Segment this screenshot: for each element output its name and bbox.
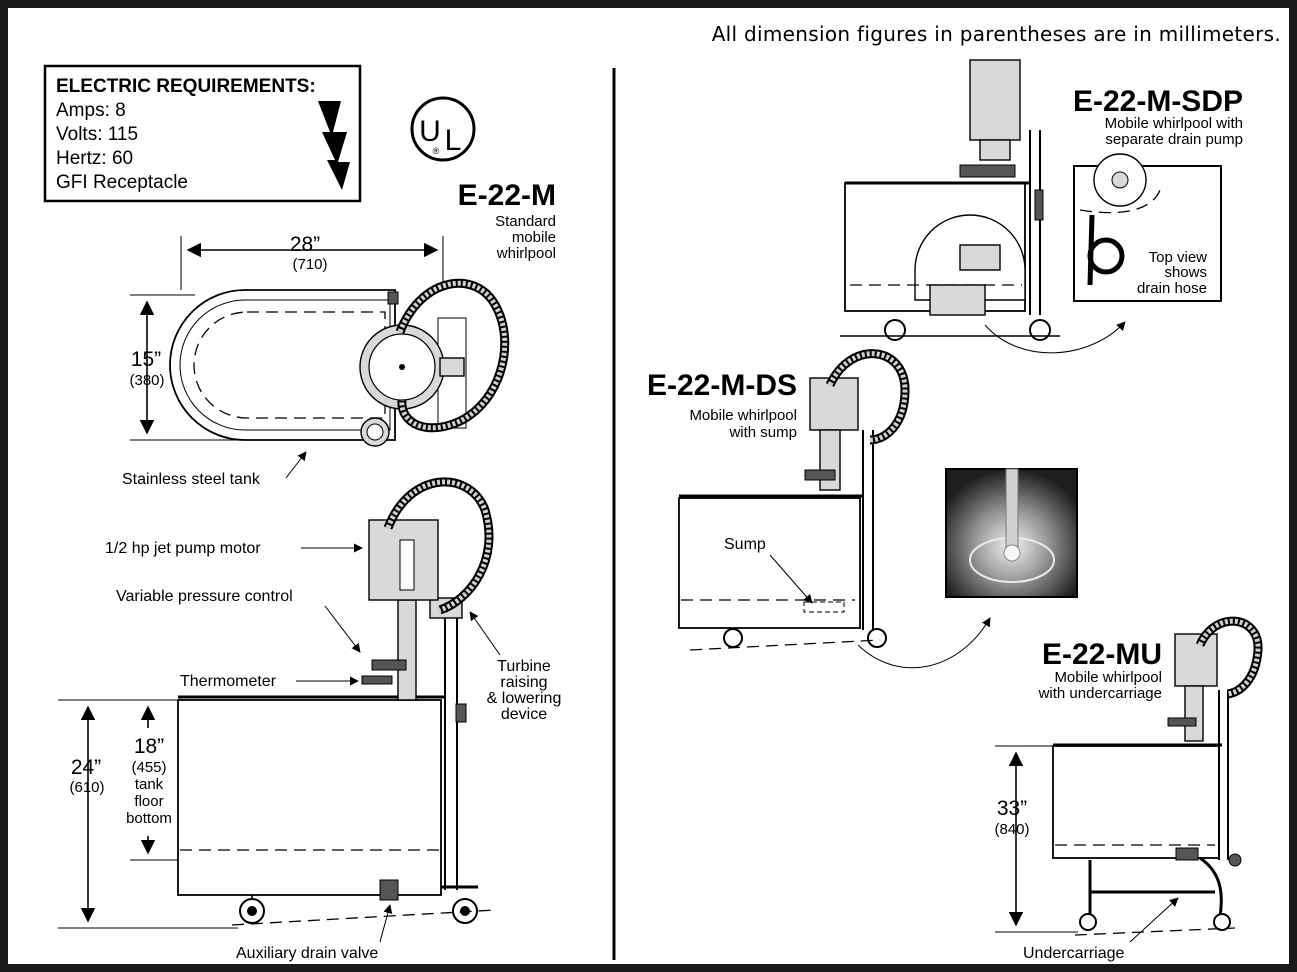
electric-volts: Volts: 115 <box>56 124 138 145</box>
e22m-width-inches: 28” <box>290 233 320 256</box>
model-e22msdp-title: E-22-M-SDP <box>1073 85 1243 118</box>
label-turbine-line2: raising <box>500 674 547 691</box>
model-e22m-title: E-22-M <box>458 179 556 212</box>
e22m-floor-tank: tank <box>135 776 164 793</box>
ul-letter-u: U <box>419 115 441 148</box>
e22m-floor-floor: floor <box>134 793 163 810</box>
label-turbine-line3: & lowering <box>487 690 562 707</box>
label-sump: Sump <box>724 536 766 553</box>
model-e22mu-title: E-22-MU <box>1042 638 1162 671</box>
electric-requirements-box: ELECTRIC REQUIREMENTS: Amps: 8 Volts: 11… <box>43 64 362 203</box>
e22m-floor-bottom: bottom <box>126 810 172 827</box>
e22mu-unit: E-22-MU Mobile whirlpool with undercarri… <box>994 616 1263 962</box>
ul-letter-l: L <box>445 124 462 157</box>
electric-title: ELECTRIC REQUIREMENTS: <box>56 76 316 97</box>
e22msdp-unit: E-22-M-SDP Mobile whirlpool with separat… <box>840 59 1243 354</box>
e22mds-subtitle-line2: with sump <box>728 424 797 441</box>
e22m-side-view: 1/2 hp jet pump motor Variable pressure … <box>58 477 562 962</box>
label-variable-pressure: Variable pressure control <box>116 588 293 605</box>
e22mds-subtitle-line1: Mobile whirlpool <box>689 407 797 424</box>
e22m-height-inches: 24” <box>71 756 101 779</box>
dimension-note: All dimension figures in parentheses are… <box>712 22 1281 46</box>
inset-line2: shows <box>1164 264 1207 281</box>
e22m-subtitle-line1: Standard <box>495 213 556 230</box>
electric-amps: Amps: 8 <box>56 100 126 121</box>
electric-hertz: Hertz: 60 <box>56 148 133 169</box>
e22mu-height-inches: 33” <box>997 797 1027 820</box>
label-jet-pump-motor: 1/2 hp jet pump motor <box>105 540 261 557</box>
e22m-floor-mm: (455) <box>131 759 166 776</box>
e22m-width-mm: (710) <box>292 256 327 273</box>
label-turbine-line1: Turbine <box>497 658 551 675</box>
label-turbine-line4: device <box>501 706 547 723</box>
lightning-bolt-icon <box>318 101 350 190</box>
e22m-depth-inches: 15” <box>131 348 161 371</box>
label-thermometer: Thermometer <box>180 673 277 690</box>
e22m-subtitle-line3: whirlpool <box>496 245 556 262</box>
e22m-top-view: 28” (710) 15” (380) Stainless steel tank <box>122 233 510 488</box>
e22m-depth-mm: (380) <box>129 372 164 389</box>
electric-receptacle: GFI Receptacle <box>56 172 188 193</box>
e22mu-height-mm: (840) <box>994 821 1029 838</box>
e22mu-subtitle-line2: with undercarriage <box>1038 685 1162 702</box>
model-e22mds-title: E-22-M-DS <box>647 369 797 402</box>
ul-registered: ® <box>433 146 440 156</box>
e22msdp-subtitle-line2: separate drain pump <box>1105 131 1243 148</box>
e22msdp-subtitle-line1: Mobile whirlpool with <box>1105 115 1243 132</box>
e22m-floor-inches: 18” <box>134 735 164 758</box>
label-stainless-steel-tank: Stainless steel tank <box>122 471 261 488</box>
e22m-height-mm: (610) <box>69 779 104 796</box>
e22mu-subtitle-line1: Mobile whirlpool <box>1054 669 1162 686</box>
label-undercarriage: Undercarriage <box>1023 945 1124 962</box>
e22mds-unit: E-22-M-DS Mobile whirlpool with sump Sum… <box>647 349 1078 669</box>
inset-line3: drain hose <box>1137 280 1207 297</box>
label-auxiliary-drain-valve: Auxiliary drain valve <box>236 945 378 962</box>
e22m-subtitle-line2: mobile <box>512 229 556 246</box>
inset-line1: Top view <box>1149 249 1208 266</box>
ul-logo: U L ® <box>410 96 476 162</box>
